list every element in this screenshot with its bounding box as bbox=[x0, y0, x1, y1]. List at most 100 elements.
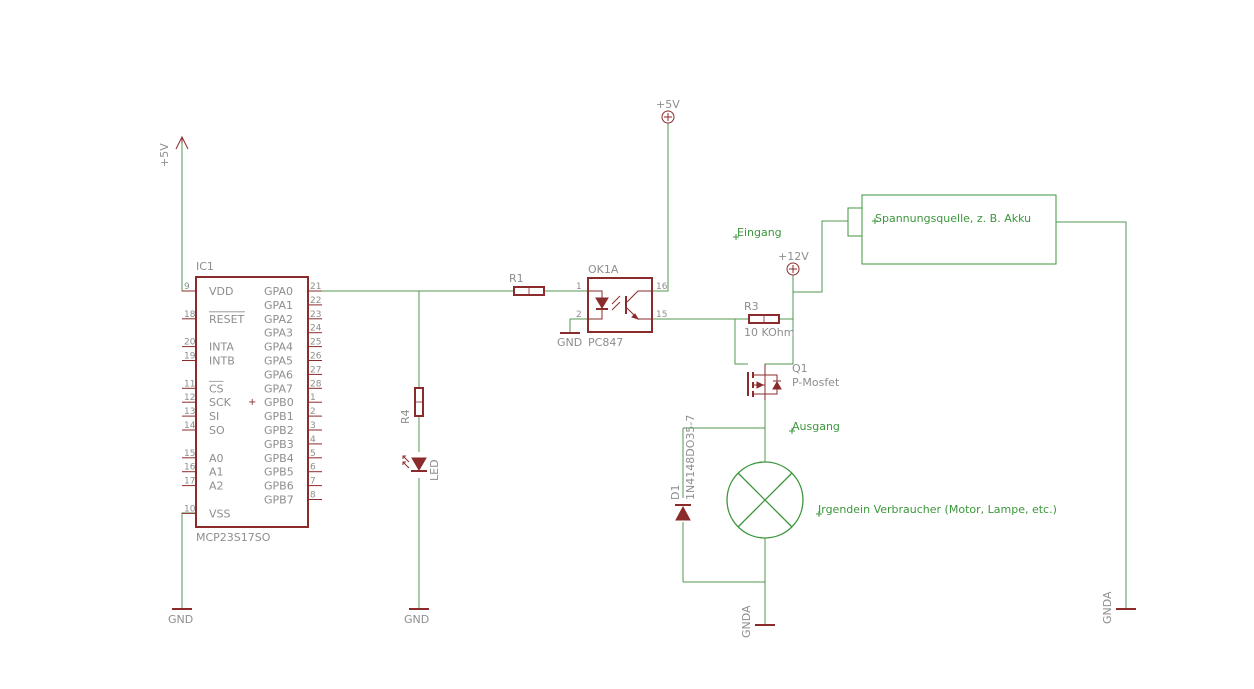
ic1-pin-number: 5 bbox=[310, 449, 316, 459]
gnd-ic-symbol: GND bbox=[168, 608, 193, 626]
ic1-pin-name: GPA2 bbox=[264, 313, 293, 326]
ic1-pin-name: GPA3 bbox=[264, 327, 293, 340]
gnda-load-symbol: GNDA bbox=[740, 605, 775, 638]
ic1-pin-number: 4 bbox=[310, 435, 316, 445]
diode-d1: D1 1N4148DO35-7 bbox=[669, 415, 697, 521]
r4-label: R4 bbox=[399, 409, 412, 424]
ic1-right-pins: 21GPA022GPA123GPA224GPA325GPA426GPA527GP… bbox=[264, 282, 322, 507]
ic1-pin-name: INTB bbox=[209, 355, 235, 368]
load-note: Irgendein Verbraucher (Motor, Lampe, etc… bbox=[818, 503, 1057, 516]
ic1-pin-number: 22 bbox=[310, 296, 321, 306]
source-note: Spannungsquelle, z. B. Akku bbox=[875, 212, 1031, 225]
ic1-pin-name: SCK bbox=[209, 396, 232, 409]
ok1-name: OK1A bbox=[588, 263, 619, 276]
r1-label: R1 bbox=[509, 272, 524, 285]
ic1-pin-name: GPB6 bbox=[264, 480, 294, 493]
ic1-pin-number: 8 bbox=[310, 491, 316, 501]
ic1-pin-name: GPA5 bbox=[264, 355, 293, 368]
v12-circle-symbol: +12V bbox=[778, 250, 809, 276]
gnda-source-symbol: GNDA bbox=[1101, 591, 1136, 624]
ic1-pin-number: 11 bbox=[184, 379, 195, 389]
ok1-pin-16: 16 bbox=[656, 282, 668, 292]
ic1-pin-name: GPB4 bbox=[264, 452, 294, 465]
ic1-name: IC1 bbox=[196, 260, 214, 273]
ok1-pin-15: 15 bbox=[656, 310, 667, 320]
ic1-pin-number: 14 bbox=[184, 421, 196, 431]
ic1-pin-name: GPB2 bbox=[264, 424, 294, 437]
ic1-pin-number: 15 bbox=[184, 449, 195, 459]
vcc-opto-label: +5V bbox=[656, 98, 680, 111]
ic1-pin-number: 10 bbox=[184, 504, 196, 514]
ic1-pin-name: GPB5 bbox=[264, 466, 294, 479]
load-lamp-symbol: Irgendein Verbraucher (Motor, Lampe, etc… bbox=[726, 461, 1057, 539]
ok1-pin-2: 2 bbox=[576, 310, 582, 320]
d1-name: D1 bbox=[669, 485, 682, 500]
gnd-led-label: GND bbox=[404, 613, 429, 626]
ic1-pin-number: 17 bbox=[184, 477, 195, 487]
mosfet-q1: Q1 P-Mosfet bbox=[747, 362, 840, 400]
ic1-pin-name: CS bbox=[209, 382, 224, 395]
ic1-pin-name: SI bbox=[209, 410, 219, 423]
vcc-5v-arrow-symbol: +5V bbox=[158, 135, 189, 167]
ic1-pin-name: GPA4 bbox=[264, 341, 293, 354]
ok1-value: PC847 bbox=[588, 336, 623, 349]
ausgang-note: Ausgang bbox=[792, 420, 840, 433]
ic1-pin-number: 28 bbox=[310, 379, 322, 389]
voltage-source-box: Spannungsquelle, z. B. Akku bbox=[847, 194, 1057, 265]
ic1-pin-number: 3 bbox=[310, 421, 316, 431]
ic1-pin-name: A2 bbox=[209, 480, 224, 493]
ic1-pin-number: 19 bbox=[184, 352, 196, 362]
optocoupler-ok1a: OK1A PC847 1 2 16 15 bbox=[576, 263, 668, 349]
gnd-opto-symbol: GND bbox=[557, 332, 582, 349]
ic1-pin-name: GPB0 bbox=[264, 396, 294, 409]
ic1-value: MCP23S17SO bbox=[196, 531, 271, 544]
ic1-pin-name: INTA bbox=[209, 341, 234, 354]
resistor-r3: R3 10 KOhm bbox=[744, 300, 794, 339]
v12-label: +12V bbox=[778, 250, 809, 263]
ic1-pin-name: GPA7 bbox=[264, 382, 293, 395]
led-label: LED bbox=[428, 459, 441, 481]
ic1-pin-number: 18 bbox=[184, 310, 196, 320]
ic1-pin-number: 20 bbox=[184, 338, 196, 348]
q1-value: P-Mosfet bbox=[792, 376, 840, 389]
ic1-pin-number: 21 bbox=[310, 282, 321, 292]
ic1-pin-name: GPA6 bbox=[264, 368, 293, 381]
ic1-pin-number: 6 bbox=[310, 463, 316, 473]
vcc-left-label: +5V bbox=[158, 143, 171, 167]
ic1-pin-name: GPB1 bbox=[264, 410, 294, 423]
svg-text:+: + bbox=[248, 397, 256, 408]
eingang-note: Eingang bbox=[737, 226, 782, 239]
ic1-pin-name: VSS bbox=[209, 507, 231, 520]
ok1-pin-1: 1 bbox=[576, 282, 582, 292]
resistor-r4: R4 bbox=[399, 387, 424, 424]
ic1-pin-name: SO bbox=[209, 424, 225, 437]
ic1-pin-name: GPA0 bbox=[264, 285, 293, 298]
ic1-pin-number: 16 bbox=[184, 463, 196, 473]
ic1-pin-name: VDD bbox=[209, 285, 233, 298]
wires bbox=[181, 123, 1127, 624]
vcc-5v-circle-symbol: +5V bbox=[656, 98, 680, 124]
ic1-pin-number: 26 bbox=[310, 352, 322, 362]
ic1-pin-name: A1 bbox=[209, 466, 224, 479]
gnd-ic-label: GND bbox=[168, 613, 193, 626]
led-symbol: LED bbox=[402, 455, 441, 481]
ic1-pin-number: 27 bbox=[310, 365, 321, 375]
r3-value: 10 KOhm bbox=[744, 326, 794, 339]
ic1-pin-number: 24 bbox=[310, 324, 322, 334]
ic1-pin-number: 23 bbox=[310, 310, 321, 320]
origin-marks bbox=[733, 218, 878, 517]
ic1-pin-name: GPB3 bbox=[264, 438, 294, 451]
ic1-pin-number: 9 bbox=[184, 282, 190, 292]
gnda-load-label: GNDA bbox=[740, 605, 753, 638]
gnda-source-label: GNDA bbox=[1101, 591, 1114, 624]
gnd-led-symbol: GND bbox=[404, 608, 429, 626]
ic1-pin-name: GPB7 bbox=[264, 494, 294, 507]
r3-name: R3 bbox=[744, 300, 759, 313]
ic1-pin-number: 2 bbox=[310, 407, 316, 417]
ic1-pin-number: 1 bbox=[310, 393, 316, 403]
ic1-pin-name: A0 bbox=[209, 452, 224, 465]
q1-name: Q1 bbox=[792, 362, 808, 375]
